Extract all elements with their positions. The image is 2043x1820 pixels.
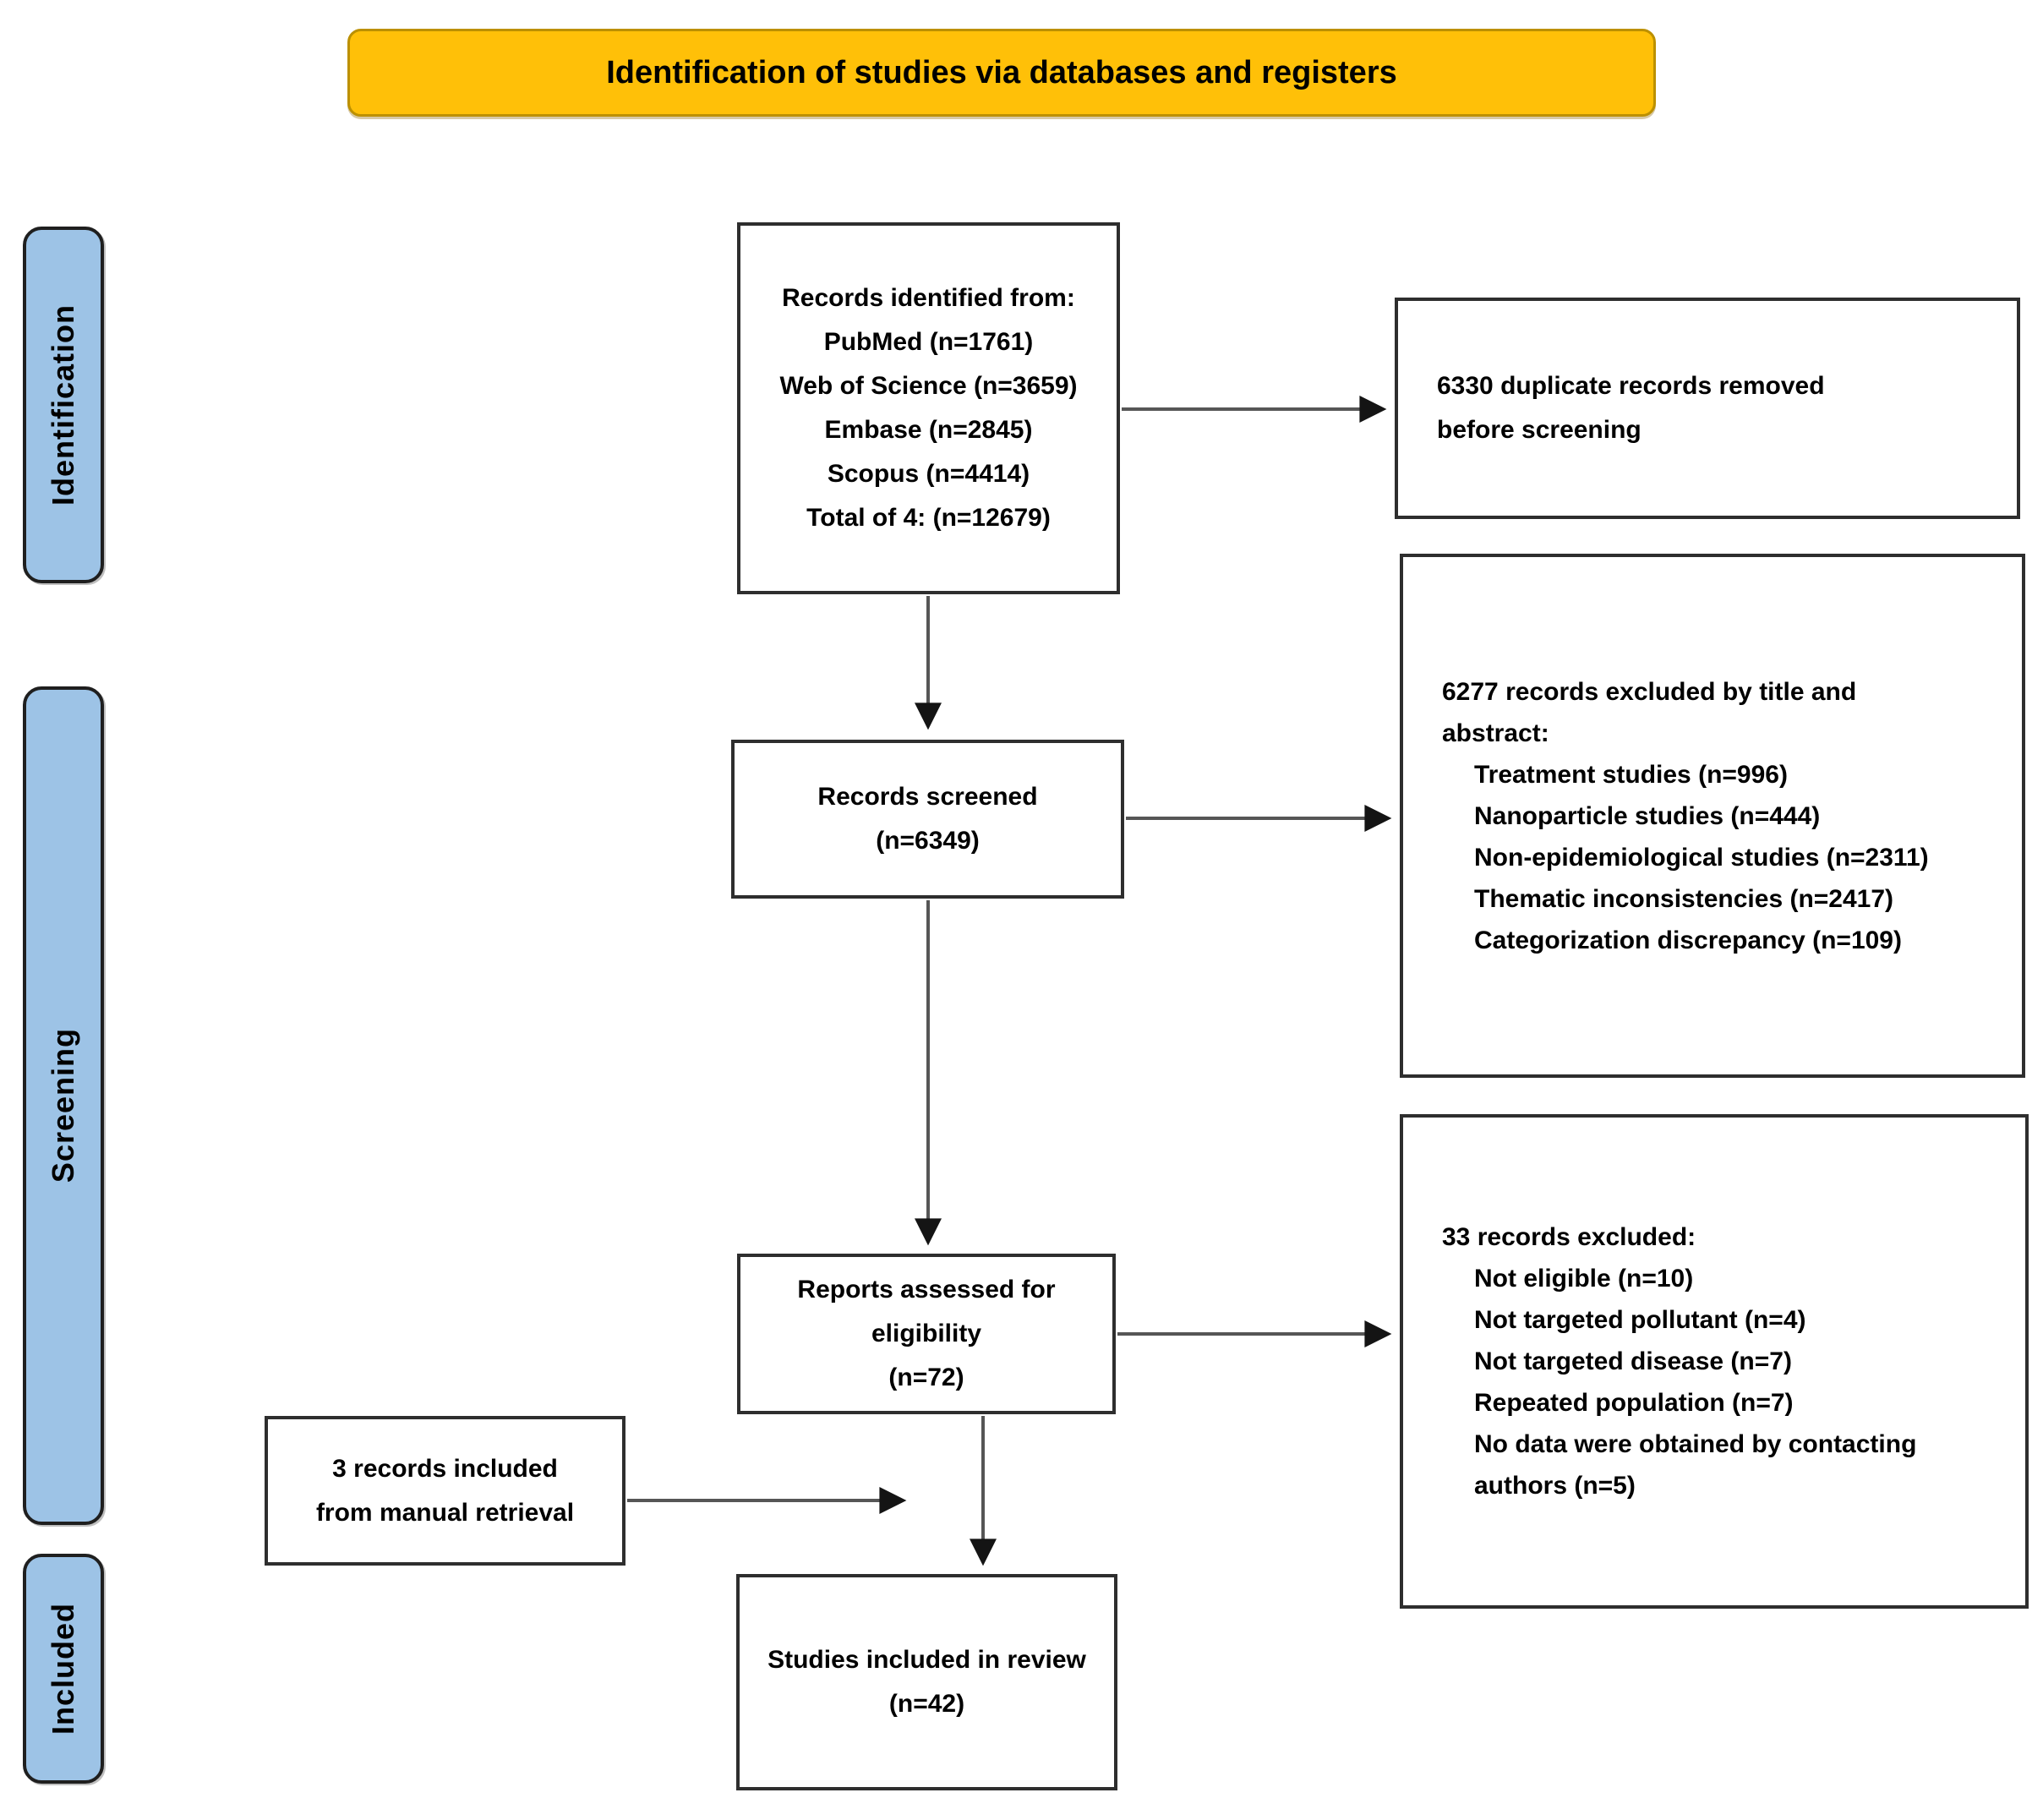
box-line: No data were obtained by contacting [1474, 1430, 1917, 1458]
box-duplicates-removed: 6330 duplicate records removed before sc… [1395, 298, 2020, 519]
stage-label-screening: Screening [46, 1028, 80, 1183]
box-line: abstract: [1442, 719, 1549, 747]
box-line: Studies included in review [767, 1646, 1086, 1674]
box-excluded-title-abstract: 6277 records excluded by title and abstr… [1400, 554, 2025, 1078]
stage-band-screening: Screening [23, 686, 104, 1525]
box-line: 3 records included [332, 1454, 558, 1483]
box-line: Repeated population (n=7) [1474, 1389, 1794, 1417]
box-line: 6277 records excluded by title and [1442, 677, 1857, 706]
box-line: Not eligible (n=10) [1474, 1265, 1694, 1293]
box-line: 33 records excluded: [1442, 1223, 1696, 1251]
box-line: Categorization discrepancy (n=109) [1474, 926, 1902, 954]
box-line: Reports assessed for [797, 1276, 1056, 1304]
box-studies-included: Studies included in review (n=42) [736, 1574, 1117, 1790]
box-line: (n=72) [888, 1364, 964, 1391]
box-line: before screening [1437, 416, 1642, 444]
box-line: authors (n=5) [1474, 1472, 1636, 1500]
stage-band-included: Included [23, 1554, 104, 1784]
diagram-title-banner: Identification of studies via databases … [347, 29, 1656, 117]
box-reports-assessed: Reports assessed for eligibility (n=72) [737, 1254, 1116, 1414]
box-line: eligibility [871, 1320, 982, 1347]
box-line: Not targeted pollutant (n=4) [1474, 1306, 1806, 1334]
box-line: PubMed (n=1761) [823, 328, 1034, 356]
box-line: (n=42) [888, 1690, 965, 1718]
box-line: Scopus (n=4414) [827, 460, 1030, 488]
box-line: Web of Science (n=3659) [779, 372, 1078, 400]
box-records-identified: Records identified from: PubMed (n=1761)… [737, 222, 1120, 594]
stage-label-identification: Identification [46, 304, 80, 506]
box-line: Nanoparticle studies (n=444) [1474, 801, 1821, 830]
stage-band-identification: Identification [23, 227, 104, 583]
box-line: Treatment studies (n=996) [1474, 760, 1788, 789]
stage-label-included: Included [46, 1602, 80, 1735]
box-manual-retrieval: 3 records included from manual retrieval [265, 1416, 625, 1566]
box-line: Thematic inconsistencies (n=2417) [1474, 884, 1894, 913]
box-line: Not targeted disease (n=7) [1474, 1347, 1792, 1375]
box-line: Total of 4: (n=12679) [806, 504, 1051, 532]
box-line: from manual retrieval [315, 1498, 575, 1527]
box-line: Non-epidemiological studies (n=2311) [1474, 843, 1929, 872]
box-line: Embase (n=2845) [824, 416, 1033, 444]
box-records-excluded: 33 records excluded: Not eligible (n=10)… [1400, 1114, 2029, 1609]
box-line: 6330 duplicate records removed [1437, 372, 1825, 400]
box-line: (n=6349) [876, 827, 980, 855]
box-line: Records identified from: [782, 284, 1075, 312]
box-line: Records screened [817, 783, 1038, 811]
diagram-title: Identification of studies via databases … [606, 54, 1397, 90]
box-records-screened: Records screened (n=6349) [731, 740, 1124, 899]
